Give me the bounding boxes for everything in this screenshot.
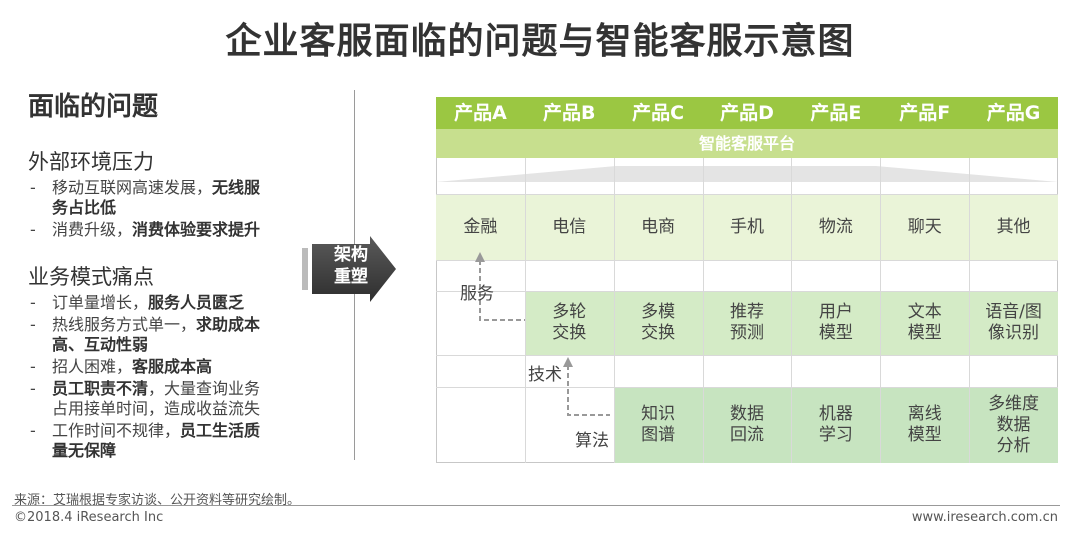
- tech-cell: 语音/图像识别: [969, 291, 1058, 355]
- problem-item: 热线服务方式单一，求助成本高、互动性弱: [52, 315, 261, 354]
- tech-cell: 推荐预测: [702, 291, 792, 355]
- label-tech: 技术: [528, 365, 562, 385]
- problem-item: 订单量增长，服务人员匮乏: [52, 293, 245, 312]
- product-header: 产品G: [969, 97, 1058, 129]
- product-header: 产品D: [702, 97, 792, 129]
- grid-line: [880, 158, 882, 463]
- bullet-dash: -: [30, 220, 36, 239]
- bullet-dash: -: [30, 379, 36, 398]
- product-header: 产品F: [880, 97, 970, 129]
- algo-cell: 知识图谱: [613, 387, 703, 463]
- algo-cell: 机器学习: [791, 387, 881, 463]
- platform-bar: 智能客服平台: [436, 129, 1058, 158]
- industry-cell: 聊天: [880, 194, 970, 260]
- algo-cell: 离线模型: [880, 387, 970, 463]
- tech-cell: 多模交换: [613, 291, 703, 355]
- problem-section-title: 外部环境压力: [28, 150, 154, 174]
- grid-line: [436, 291, 1058, 292]
- product-header: 产品E: [791, 97, 881, 129]
- product-header: 产品B: [524, 97, 614, 129]
- problem-item: 员工职责不清，大量查询业务占用接单时间，造成收益流失: [52, 379, 261, 418]
- industry-cell: 金融: [436, 194, 525, 260]
- industry-cell: 其他: [969, 194, 1058, 260]
- bullet-dash: -: [30, 315, 36, 334]
- label-algo: 算法: [575, 431, 609, 451]
- source-note: 来源：艾瑞根据专家访谈、公开资料等研究绘制。: [14, 493, 301, 508]
- algo-cell: 数据回流: [702, 387, 792, 463]
- copyright: ©2018.4 iResearch Inc: [14, 510, 164, 525]
- label-service: 服务: [460, 284, 494, 304]
- problem-item: 移动互联网高速发展，无线服务占比低: [52, 178, 261, 217]
- grid-line: [436, 355, 1058, 356]
- platform-fan: [436, 166, 1058, 182]
- problem-item: 招人困难，客服成本高: [52, 357, 213, 376]
- product-header: 产品A: [436, 97, 525, 129]
- bullet-dash: -: [30, 357, 36, 376]
- algo-cell: 多维度数据分析: [969, 387, 1058, 463]
- grid-line: [791, 158, 793, 463]
- tech-cell: 多轮交换: [524, 291, 614, 355]
- bullet-dash: -: [30, 293, 36, 312]
- arrow-label-1: 架构: [334, 245, 368, 265]
- industry-cell: 手机: [702, 194, 792, 260]
- page-title: 企业客服面临的问题与智能客服示意图: [225, 21, 855, 62]
- grid-line: [436, 194, 1058, 195]
- grid-line: [613, 158, 615, 463]
- industry-cell: 物流: [791, 194, 881, 260]
- industry-cell: 电商: [613, 194, 703, 260]
- website: www.iresearch.com.cn: [911, 510, 1058, 525]
- grid-line: [969, 158, 971, 463]
- bullet-dash: -: [30, 178, 36, 197]
- bullet-dash: -: [30, 421, 36, 440]
- grid-line: [436, 260, 1058, 261]
- tech-cell: 文本模型: [880, 291, 970, 355]
- arrow-label-2: 重塑: [334, 267, 368, 287]
- industry-cell: 电信: [524, 194, 614, 260]
- restructure-arrow-icon: [302, 236, 396, 302]
- problems-heading: 面临的问题: [28, 92, 159, 122]
- footer-divider: [12, 505, 1060, 506]
- tech-cell: 用户模型: [791, 291, 881, 355]
- grid-line: [524, 158, 526, 463]
- problem-item: 工作时间不规律，员工生活质量无保障: [52, 421, 261, 460]
- grid-line: [702, 158, 704, 463]
- problem-section-title: 业务模式痛点: [28, 265, 154, 289]
- product-header: 产品C: [613, 97, 703, 129]
- problem-item: 消费升级，消费体验要求提升: [52, 220, 261, 239]
- grid-line: [436, 387, 1058, 388]
- connector-arrows: [475, 252, 610, 416]
